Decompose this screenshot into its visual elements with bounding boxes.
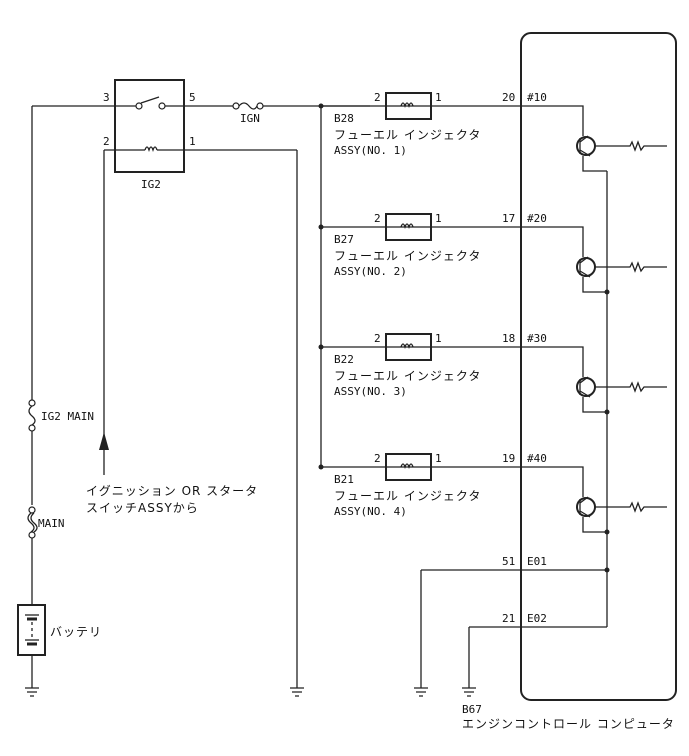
injector-pin-in: 2: [374, 452, 381, 465]
ground-icon: [414, 687, 428, 697]
resistor-icon: [595, 261, 667, 273]
resistor-icon: [595, 381, 667, 393]
ecu-code: B67: [462, 703, 482, 716]
ecu-terminal: #20: [527, 212, 547, 225]
injector-name: フューエル インジェクタ: [334, 369, 481, 383]
injector-assy: ASSY(NO. 4): [334, 505, 407, 518]
injector-assy: ASSY(NO. 3): [334, 385, 407, 398]
injector-name: フューエル インジェクタ: [334, 489, 481, 503]
injector-code: B28: [334, 112, 354, 125]
relay-pin-5: 5: [189, 91, 196, 104]
ecu-pin: 20: [502, 91, 515, 104]
ecu-term-e02: E02: [527, 612, 547, 625]
ecu-pin: 19: [502, 452, 515, 465]
ecu-terminal: #30: [527, 332, 547, 345]
battery-label: バッテリ: [50, 625, 102, 639]
relay-pin-2: 2: [103, 135, 110, 148]
ecu-term-e01: E01: [527, 555, 547, 568]
resistor-icon: [595, 501, 667, 513]
junction-dot: [604, 567, 610, 573]
injector-code: B22: [334, 353, 354, 366]
injector-coil-icon: [400, 223, 414, 230]
ecu-name: エンジンコントロール コンピュータ: [462, 717, 675, 731]
ground-icon: [462, 687, 476, 697]
injector-code: B27: [334, 233, 354, 246]
ecu-terminal: #10: [527, 91, 547, 104]
injector-pin-in: 2: [374, 332, 381, 345]
fuse-ig2-main-label: IG2 MAIN: [41, 410, 94, 423]
battery-icon: [25, 614, 39, 646]
ig2-main-fuse-icon: [28, 399, 36, 432]
injector-coil-icon: [400, 463, 414, 470]
ground-icon: [290, 687, 304, 697]
ign-fuse-icon: [232, 102, 264, 110]
injector-pin-in: 2: [374, 91, 381, 104]
junction-dot: [318, 344, 324, 350]
ecu-pin-51: 51: [502, 555, 515, 568]
main-fuse-icon: [27, 506, 38, 539]
injector-assy: ASSY(NO. 1): [334, 144, 407, 157]
junction-dot: [318, 464, 324, 470]
arrow-up-icon: [99, 432, 109, 450]
relay-coil-icon: [104, 146, 297, 153]
fuse-main-label: MAIN: [38, 517, 65, 530]
injector-pin-out: 1: [435, 452, 442, 465]
injector-box: [385, 333, 432, 361]
ground-icon: [25, 687, 39, 697]
relay-switch-icon: [122, 96, 184, 110]
ecu-pin: 18: [502, 332, 515, 345]
resistor-icon: [595, 140, 667, 152]
injector-name: フューエル インジェクタ: [334, 249, 481, 263]
ecu-pin-21: 21: [502, 612, 515, 625]
injector-pin-in: 2: [374, 212, 381, 225]
junction-dot: [318, 103, 324, 109]
injector-box: [385, 92, 432, 120]
injector-box: [385, 453, 432, 481]
ecu-terminal: #40: [527, 452, 547, 465]
ig2-relay-box: [114, 79, 185, 173]
ecu-pin: 17: [502, 212, 515, 225]
junction-dot: [318, 224, 324, 230]
injector-coil-icon: [400, 102, 414, 109]
relay-label: IG2: [141, 178, 161, 191]
signal-source-line1: イグニッション OR スタータ: [86, 484, 258, 498]
injector-assy: ASSY(NO. 2): [334, 265, 407, 278]
injector-box: [385, 213, 432, 241]
fuse-ign-label: IGN: [240, 112, 260, 125]
injector-coil-icon: [400, 343, 414, 350]
injector-pin-out: 1: [435, 332, 442, 345]
injector-pin-out: 1: [435, 212, 442, 225]
battery-box: [17, 604, 46, 656]
ecu-box: [520, 32, 677, 701]
injector-pin-out: 1: [435, 91, 442, 104]
signal-source-line2: スイッチASSYから: [86, 501, 199, 515]
injector-code: B21: [334, 473, 354, 486]
injector-name: フューエル インジェクタ: [334, 128, 481, 142]
relay-pin-1: 1: [189, 135, 196, 148]
relay-pin-3: 3: [103, 91, 110, 104]
